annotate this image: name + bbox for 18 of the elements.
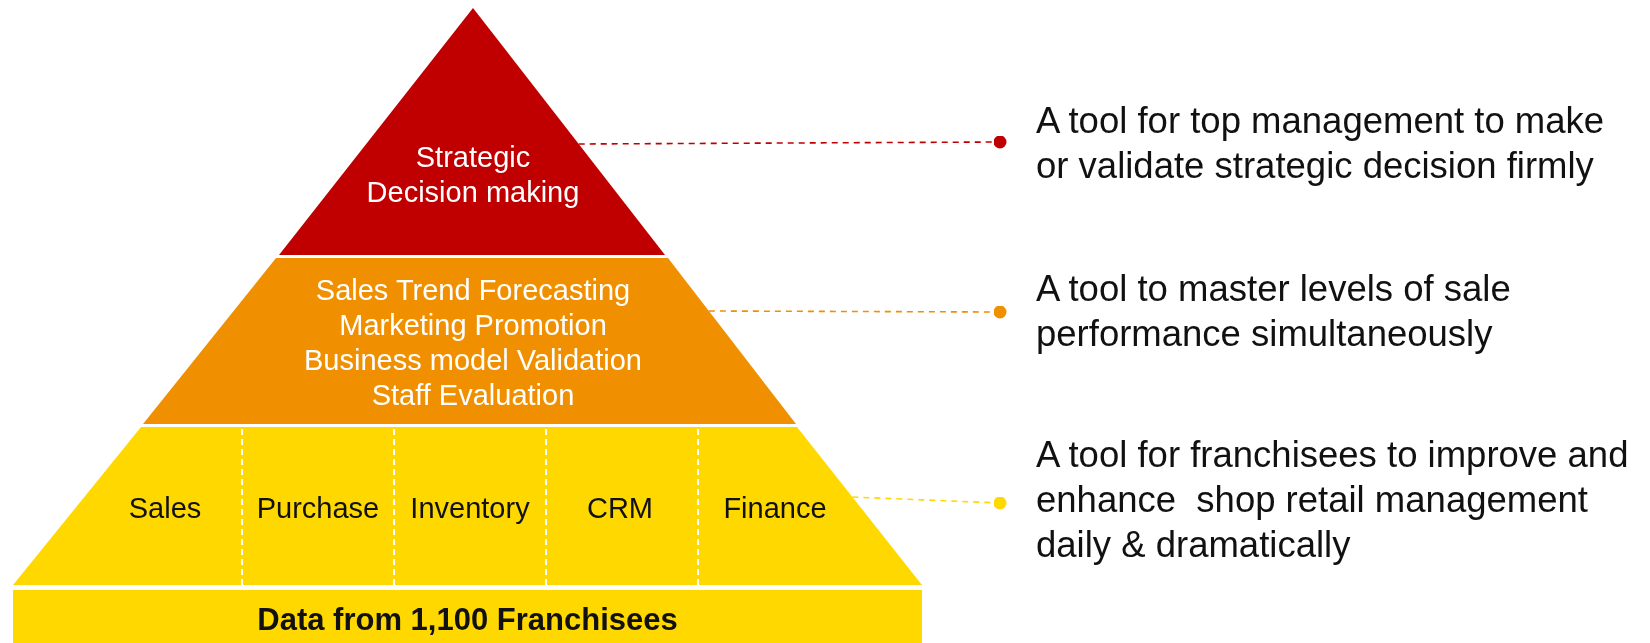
- tier-label: Business model Validation: [303, 343, 643, 378]
- base-bar: [13, 590, 922, 643]
- description-text: A tool for top management to make or validate strategic decision firmly: [1000, 98, 1646, 188]
- tier-label: Sales: [127, 491, 203, 526]
- base-label: Data from 1,100 Franchisees: [256, 602, 679, 637]
- tier-label: CRM: [585, 491, 654, 526]
- tier-label: Sales Trend Forecasting: [314, 273, 632, 308]
- description-text: A tool to master levels of sale performance simultaneously: [1000, 266, 1646, 356]
- leader-line: [577, 135, 1007, 149]
- description-text: A tool for franchisees to improve and enhance shop retail management daily & dramatically: [1000, 432, 1646, 567]
- tier-label: Finance: [722, 491, 828, 526]
- tier-label: Purchase: [255, 491, 381, 526]
- tier-label: Inventory: [409, 491, 531, 526]
- leader-line: [851, 496, 1007, 510]
- leader-line: [708, 305, 1007, 319]
- tier-label: Strategic Decision making: [365, 140, 581, 210]
- tier-label: Marketing Promotion: [338, 308, 608, 343]
- tier-label: Staff Evaluation: [370, 378, 576, 413]
